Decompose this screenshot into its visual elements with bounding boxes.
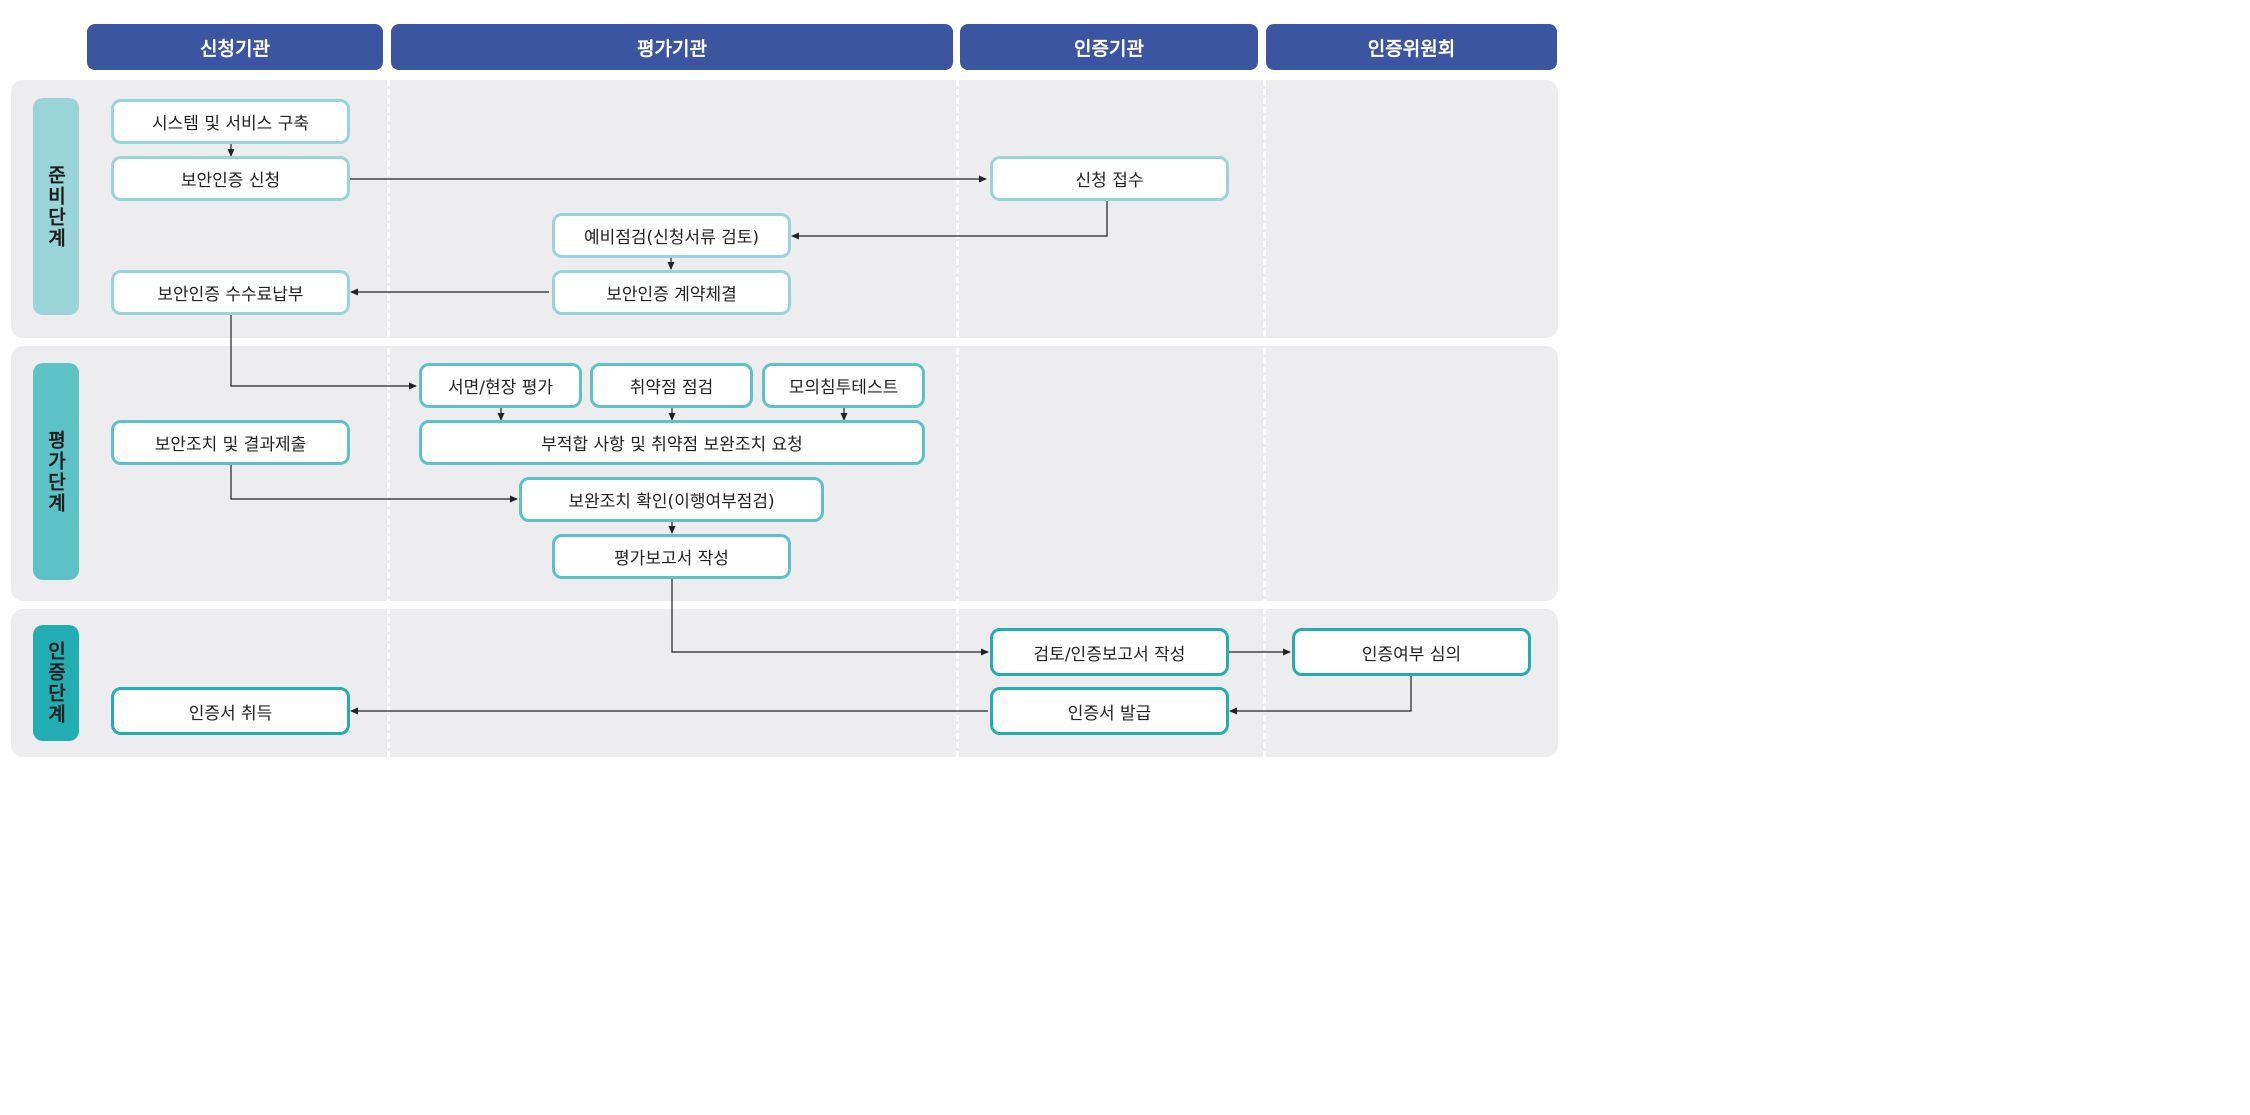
certification-process-diagram: 신청기관 평가기관 인증기관 인증위원회 준비단계 평가단계 인증단계 — [0, 0, 1568, 777]
node-apply: 보안인증 신청 — [111, 156, 350, 201]
stage-label-eval-text: 평가단계 — [44, 429, 67, 514]
node-doc-site-eval: 서면/현장 평가 — [419, 363, 582, 408]
node-submit-fix: 보안조치 및 결과제출 — [111, 420, 350, 465]
stage-label-prep-text: 준비단계 — [44, 164, 67, 249]
stage-label-eval: 평가단계 — [33, 363, 79, 580]
arrow-receipt-to-prelim — [791, 201, 1108, 240]
node-eval-report: 평가보고서 작성 — [552, 534, 791, 579]
node-request-fix: 부적합 사항 및 취약점 보완조치 요청 — [419, 420, 925, 465]
node-fee-payment: 보안인증 수수료납부 — [111, 270, 350, 315]
node-issue: 인증서 발급 — [990, 687, 1229, 735]
node-contract: 보안인증 계약체결 — [552, 270, 791, 315]
node-pentest: 모의침투테스트 — [762, 363, 925, 408]
flow-connectors — [227, 144, 1412, 715]
arrow-fee-to-doc-eval — [230, 315, 417, 390]
stage-label-cert-text: 인증단계 — [44, 641, 67, 725]
node-prelim-check: 예비점검(신청서류 검토) — [552, 213, 791, 258]
column-header-certifier: 인증기관 — [960, 24, 1258, 70]
column-header-applicant: 신청기관 — [87, 24, 383, 70]
arrow-report-to-cert-report — [671, 578, 989, 656]
column-divider — [387, 80, 390, 757]
column-header-evaluator: 평가기관 — [391, 24, 953, 70]
arrow-deliberation-to-issue — [1229, 676, 1412, 715]
node-vuln-check: 취약점 점검 — [590, 363, 753, 408]
node-deliberation: 인증여부 심의 — [1292, 628, 1531, 676]
stage-label-prep: 준비단계 — [33, 98, 79, 315]
column-header-committee: 인증위원회 — [1266, 24, 1557, 70]
stage-label-cert: 인증단계 — [33, 625, 79, 741]
arrow-submit-to-verify — [230, 464, 518, 503]
node-system-build: 시스템 및 서비스 구축 — [111, 99, 350, 144]
node-acquire: 인증서 취득 — [111, 687, 350, 735]
node-receipt: 신청 접수 — [990, 156, 1229, 201]
node-verify-fix: 보완조치 확인(이행여부점검) — [519, 477, 824, 522]
node-cert-report: 검토/인증보고서 작성 — [990, 628, 1229, 676]
column-divider — [956, 80, 959, 757]
column-divider — [1263, 80, 1266, 757]
